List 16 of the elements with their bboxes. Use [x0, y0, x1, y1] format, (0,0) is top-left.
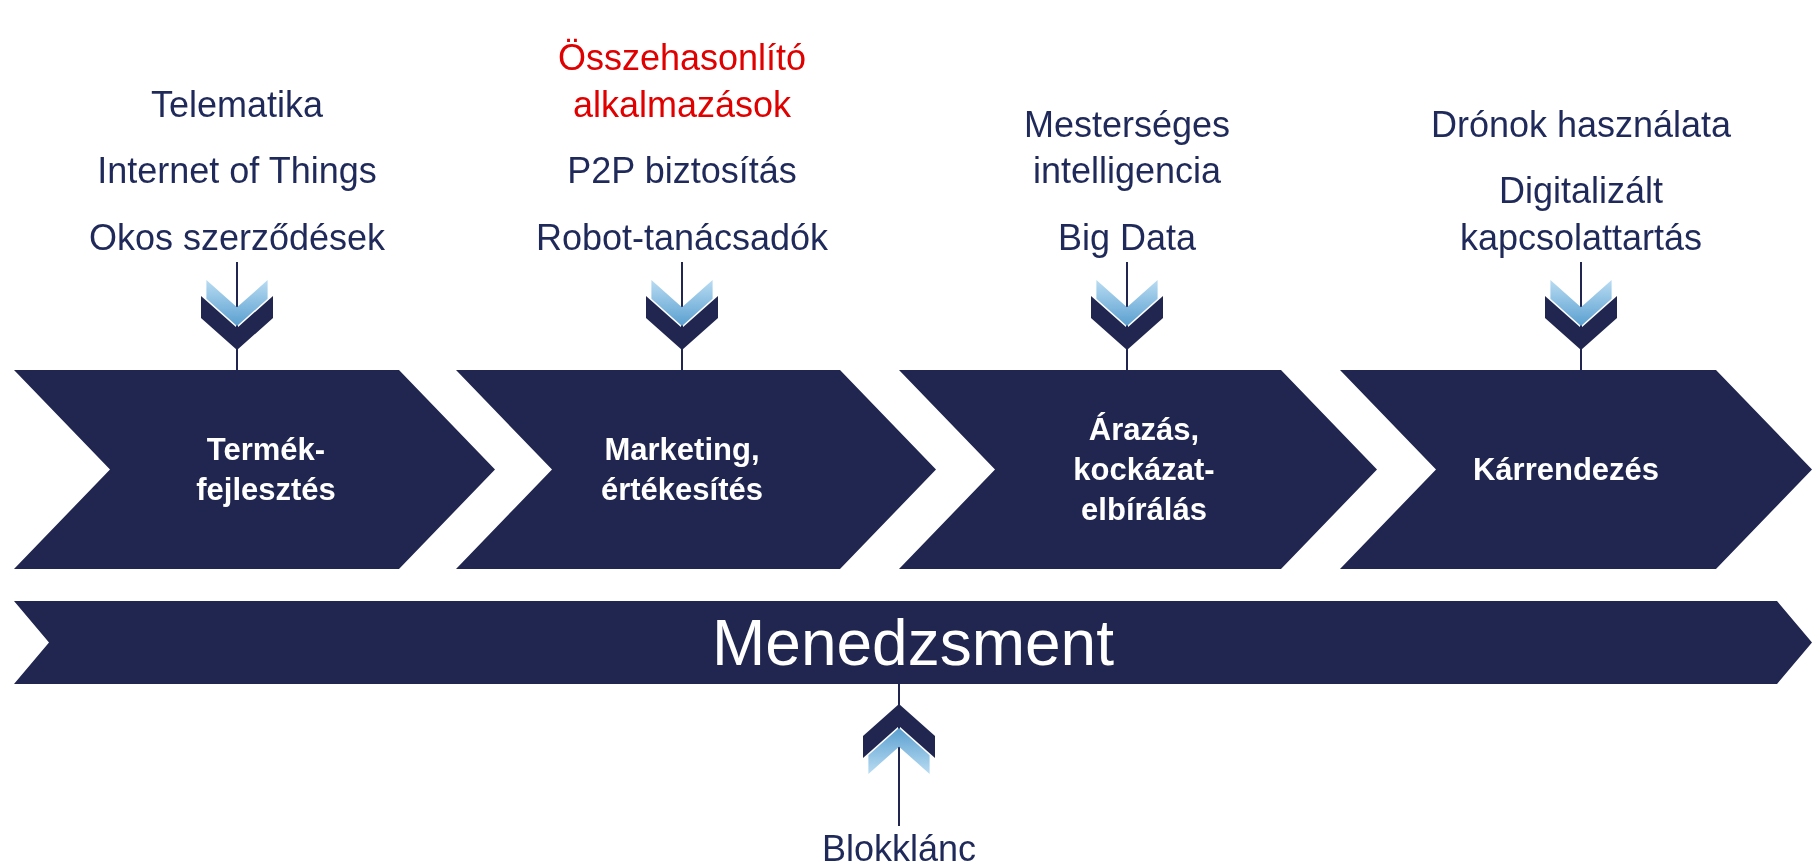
technology-label: Összehasonlító alkalmazások — [556, 35, 808, 127]
technology-label: Robot-tanácsadók — [535, 216, 829, 261]
stage-label: Árazás, kockázat-elbírálás — [1072, 410, 1216, 529]
technology-label: Drónok használata — [1430, 102, 1732, 147]
stage-label: Kárrendezés — [1471, 450, 1661, 489]
stage-label: Marketing, értékesítés — [600, 430, 764, 509]
technology-label: Okos szerződések — [88, 216, 386, 261]
technology-label: Big Data — [1057, 216, 1197, 261]
technology-label: P2P biztosítás — [567, 149, 797, 194]
technology-label: Telematika — [150, 82, 324, 127]
technology-label: Digitalizált kapcsolattartás — [1458, 169, 1704, 261]
technology-label: Internet of Things — [97, 149, 377, 194]
band-label: Menedzsment — [712, 610, 1114, 675]
technology-label: Mesterséges intelligencia — [1022, 102, 1232, 194]
stage-label: Termék-fejlesztés — [195, 430, 337, 509]
technology-label: Blokklánc — [821, 827, 977, 867]
